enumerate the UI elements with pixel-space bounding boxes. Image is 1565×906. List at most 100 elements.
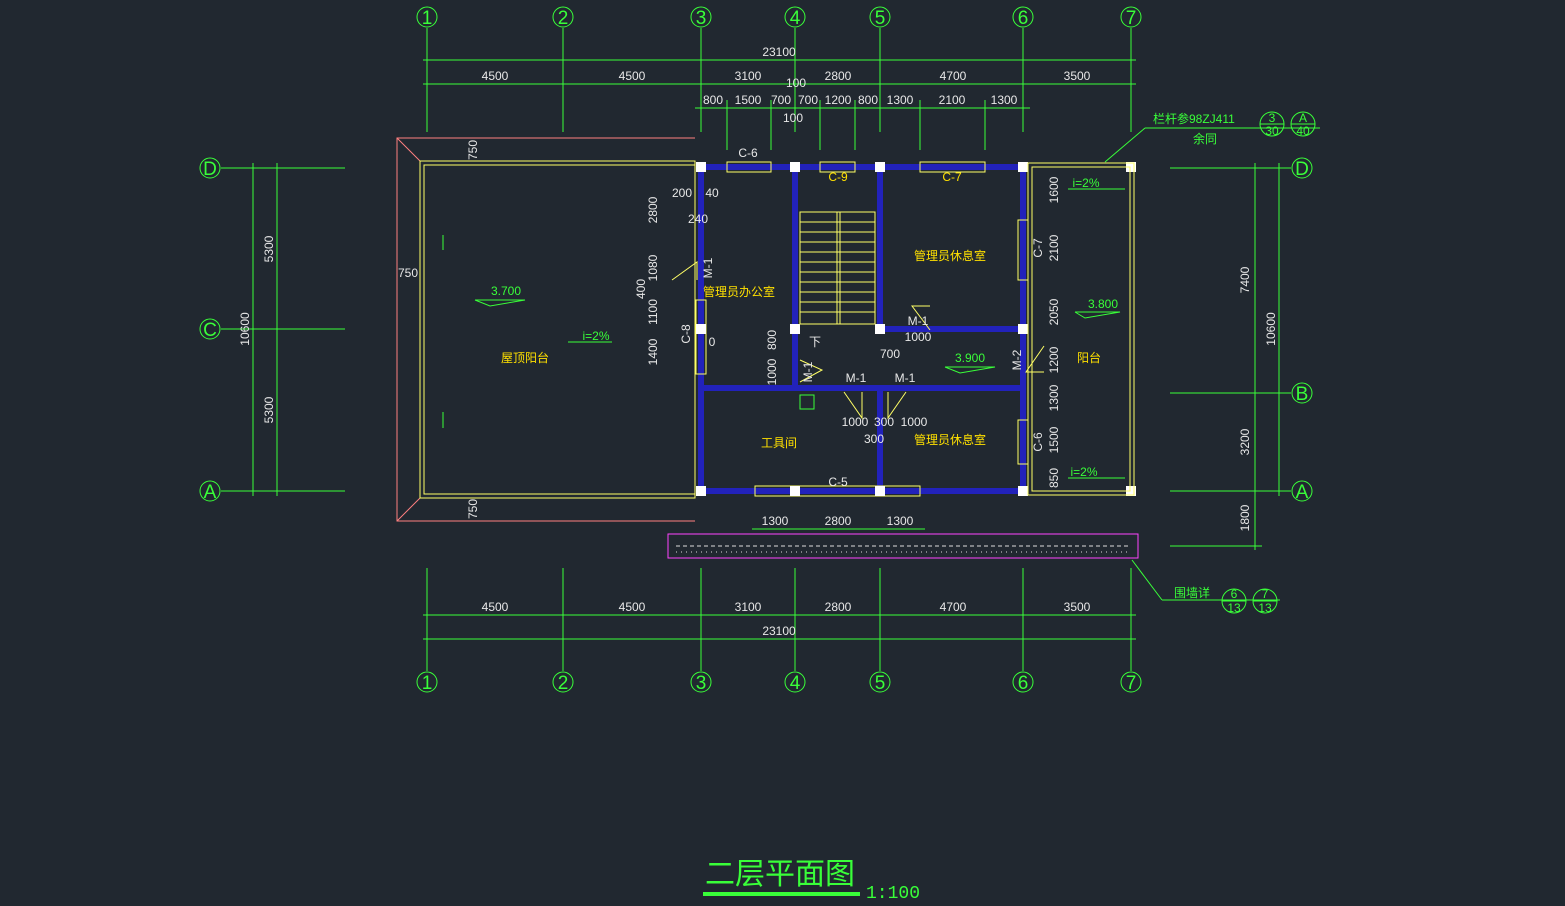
window-label: C-7	[1031, 238, 1045, 258]
dim-text: 4500	[619, 69, 646, 83]
dim-text: 4700	[940, 69, 967, 83]
rooms: 管理员办公室 管理员休息室 管理员休息室 工具间 3.900	[703, 248, 996, 450]
dim-text: 300	[874, 415, 894, 429]
window-label: C-7	[942, 170, 962, 184]
door-label: M-1	[846, 371, 867, 385]
axis-label: 3	[696, 8, 707, 29]
dim-text: 1000	[842, 415, 869, 429]
window-label: C-8	[679, 324, 693, 344]
axis-bubbles-side: D C A D B A	[199, 157, 1313, 503]
dim-text: 10600	[238, 312, 252, 346]
columns	[696, 162, 1136, 496]
axis-label: 2	[558, 673, 569, 694]
dim-text: 800	[703, 93, 723, 107]
axis-label: 4	[790, 8, 801, 29]
slope-mark: i=2%	[582, 329, 609, 343]
dim-text: 1300	[762, 514, 789, 528]
windows: C-6 C-9 C-7 C-7 C-8 C-6 C-5	[679, 146, 1045, 497]
door-label: M-1	[801, 361, 815, 382]
window-label: C-6	[738, 146, 758, 160]
dim-text: 2100	[1047, 234, 1061, 261]
room-label: 阳台	[1077, 350, 1101, 365]
window-label: C-9	[828, 170, 848, 184]
dim-text: 1500	[735, 93, 762, 107]
dim-text: 240	[688, 212, 708, 226]
dimensions-top: 23100 4500 4500 3100 2800 4700 3500 800 …	[423, 45, 1136, 150]
dim-text: 5300	[262, 396, 276, 423]
note-text: 围墙详	[1174, 585, 1210, 600]
dimensions-bottom: 4500 4500 3100 2800 4700 3500 23100 1300…	[423, 514, 1136, 640]
dim-text: 1100	[646, 299, 660, 325]
drawing-title: 二层平面图 1:100	[703, 857, 920, 904]
dim-text: 3500	[1064, 600, 1091, 614]
door-label: M-1	[908, 314, 929, 328]
dim-text: 1300	[887, 514, 914, 528]
extension-lines	[221, 28, 1291, 671]
dim-text: 3100	[735, 69, 762, 83]
dim-text: 750	[398, 266, 418, 280]
railing-note: 栏杆参98ZJ411 余同 3 30 A 40	[1104, 111, 1320, 163]
dimensions-side: 5300 5300 10600 7400 3200 10600 1800	[238, 163, 1280, 550]
dim-text: 1800	[1238, 504, 1252, 531]
ref-text: 3	[1269, 111, 1276, 125]
axis-label: D	[203, 159, 217, 180]
dim-text: 1200	[1047, 346, 1061, 373]
axis-label: 5	[875, 8, 886, 29]
dim-text: 100	[783, 111, 803, 125]
dim-text: 3100	[735, 600, 762, 614]
dim-text: 1000	[765, 358, 779, 385]
dim-text: 3500	[1064, 69, 1091, 83]
dim-text: 1500	[1047, 426, 1061, 453]
dim-text: 1300	[991, 93, 1018, 107]
scale-text: 1:100	[866, 884, 920, 904]
stair-direction: 下	[809, 335, 821, 349]
room-label: 管理员休息室	[914, 248, 986, 263]
window-c9	[819, 161, 856, 173]
axis-label: A	[204, 482, 217, 503]
window-c7	[919, 161, 986, 173]
door-label: M-2	[1010, 349, 1024, 370]
dim-text: 750	[466, 140, 480, 160]
door-label: M-1	[701, 257, 715, 278]
axis-label: C	[203, 320, 217, 341]
level-mark: 3.900	[955, 351, 985, 365]
axis-label: 2	[558, 8, 569, 29]
note-text: 栏杆参98ZJ411	[1153, 111, 1235, 126]
axis-label: 7	[1126, 673, 1137, 694]
axis-label: 1	[422, 8, 433, 29]
dim-text: 1000	[905, 330, 932, 344]
dimensions-internal: 2800 200 40 240 1080 400 1100 1400 0 800…	[634, 176, 1061, 488]
dim-text: 2800	[825, 600, 852, 614]
ref-text: 30	[1265, 124, 1279, 138]
dim-text: 10600	[1264, 312, 1278, 346]
axis-label: D	[1295, 159, 1309, 180]
ref-text: 13	[1227, 601, 1241, 615]
slope-mark: i=2%	[1070, 465, 1097, 479]
level-mark: 3.800	[1088, 297, 1118, 311]
dim-text: 2800	[646, 196, 660, 223]
dim-text: 1400	[646, 338, 660, 365]
dim-text: 700	[771, 93, 791, 107]
ref-text: 40	[1296, 124, 1310, 138]
dim-text: 4500	[482, 69, 509, 83]
ref-text: A	[1299, 111, 1307, 125]
dim-text: 300	[864, 432, 884, 446]
ref-text: 7	[1262, 587, 1269, 601]
axis-label: 6	[1018, 8, 1029, 29]
dim-text: 100	[786, 76, 806, 90]
ref-text: 6	[1231, 587, 1238, 601]
axis-label: B	[1296, 384, 1309, 405]
dim-text: 2050	[1047, 298, 1061, 325]
axis-label: 5	[875, 673, 886, 694]
slope-mark: i=2%	[1072, 176, 1099, 190]
dim-text: 400	[634, 279, 648, 299]
dim-text: 700	[798, 93, 818, 107]
doors: M-1 M-1 M-1 M-1 M-1 M-2	[671, 257, 1045, 420]
parapet	[667, 533, 1139, 559]
axis-label: 1	[422, 673, 433, 694]
dim-text: 0	[709, 335, 716, 349]
dim-text: 40	[705, 186, 719, 200]
window-c6	[726, 161, 772, 173]
